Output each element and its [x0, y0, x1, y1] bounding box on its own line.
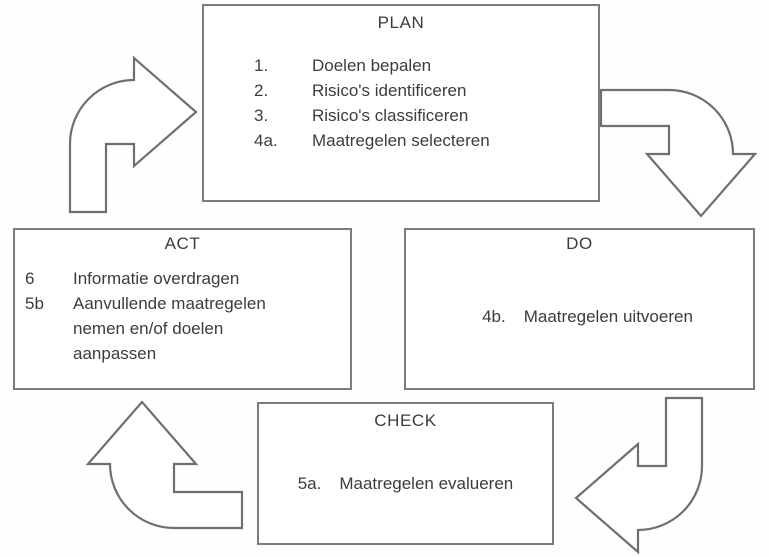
list-item: 4b. Maatregelen uitvoeren	[422, 304, 753, 329]
list-item: 1. Doelen bepalen	[254, 53, 598, 78]
list-item: 3. Risico's classificeren	[254, 103, 598, 128]
item-number: 5b	[25, 293, 44, 313]
item-label: Maatregelen evalueren	[339, 473, 514, 493]
arrow-plan-to-do-icon	[599, 88, 758, 218]
item-label: Risico's identificeren	[312, 80, 467, 100]
node-box-act: ACT 6 Informatie overdragen 5b Aanvullen…	[13, 228, 352, 390]
arrow-check-to-act-icon	[85, 400, 244, 530]
item-number: 1.	[254, 55, 269, 75]
item-label: Informatie overdragen	[73, 268, 240, 288]
item-number: 2.	[254, 80, 269, 100]
list-item: 2. Risico's identificeren	[254, 78, 598, 103]
item-label-continuation: aanpassen	[73, 343, 157, 363]
node-title-plan: PLAN	[377, 13, 425, 32]
arrow-do-to-check-icon	[574, 396, 704, 555]
node-title-do: DO	[566, 234, 593, 253]
list-item: 4a. Maatregelen selecteren	[254, 128, 598, 153]
arrow-act-to-plan-icon	[68, 55, 198, 214]
item-label: Doelen bepalen	[312, 55, 432, 75]
item-number: 5a.	[297, 473, 322, 493]
item-label-continuation: nemen en/of doelen	[73, 318, 224, 338]
node-title-check: CHECK	[374, 411, 437, 430]
item-number: 6	[25, 268, 35, 288]
node-box-do: DO 4b. Maatregelen uitvoeren	[404, 228, 755, 390]
node-title-act: ACT	[164, 234, 201, 253]
item-number: 4a.	[254, 130, 278, 150]
do-item-list: 4b. Maatregelen uitvoeren	[422, 304, 753, 329]
list-item: 5b Aanvullende maatregelen	[25, 291, 350, 316]
item-label: Risico's classificeren	[312, 105, 469, 125]
item-number: 3.	[254, 105, 269, 125]
item-label: Maatregelen uitvoeren	[523, 306, 693, 326]
plan-item-list: 1. Doelen bepalen 2. Risico's identifice…	[254, 53, 598, 153]
item-label: Maatregelen selecteren	[312, 130, 490, 150]
check-item-list: 5a. Maatregelen evalueren	[259, 471, 552, 496]
act-item-list: 6 Informatie overdragen 5b Aanvullende m…	[25, 266, 350, 316]
list-item: 5a. Maatregelen evalueren	[259, 471, 552, 496]
item-label: Aanvullende maatregelen	[73, 293, 266, 313]
item-number: 4b.	[482, 306, 506, 326]
node-box-check: CHECK 5a. Maatregelen evalueren	[257, 402, 554, 545]
node-box-plan: PLAN 1. Doelen bepalen 2. Risico's ident…	[202, 4, 600, 202]
list-item: 6 Informatie overdragen	[25, 266, 350, 291]
